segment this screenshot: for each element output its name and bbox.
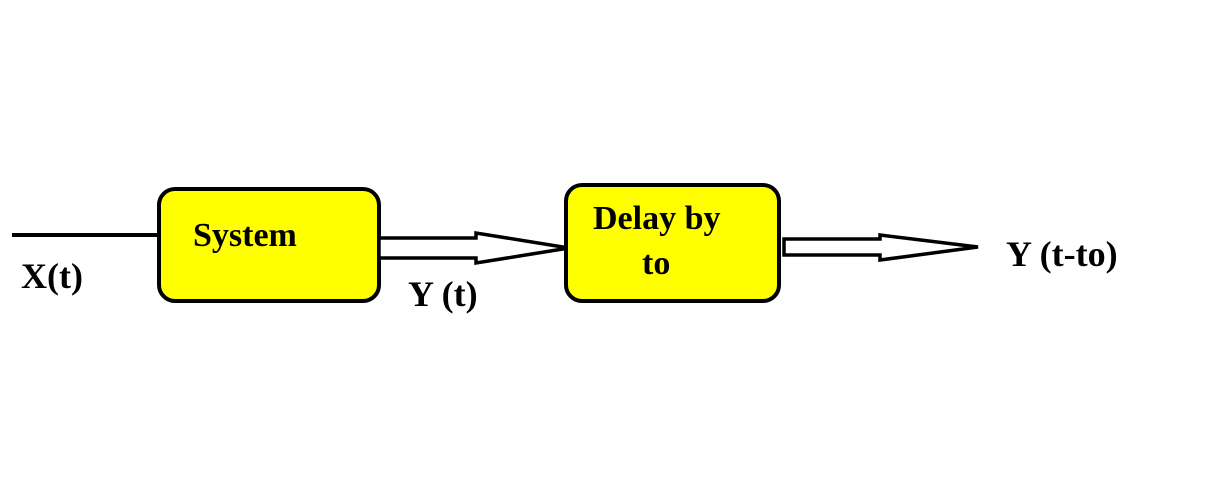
delay-block <box>564 183 781 303</box>
delay-block-label-line1: Delay by <box>593 200 721 237</box>
input-signal-label: X(t) <box>21 256 83 296</box>
delay-block-label-line2: to <box>642 245 671 282</box>
arrow-delay-to-output <box>782 233 979 262</box>
arrow-system-to-delay <box>377 230 570 266</box>
intermediate-signal-label: Y (t) <box>408 274 478 314</box>
output-signal-label: Y (t-to) <box>1006 234 1118 274</box>
system-block-label: System <box>193 217 297 254</box>
